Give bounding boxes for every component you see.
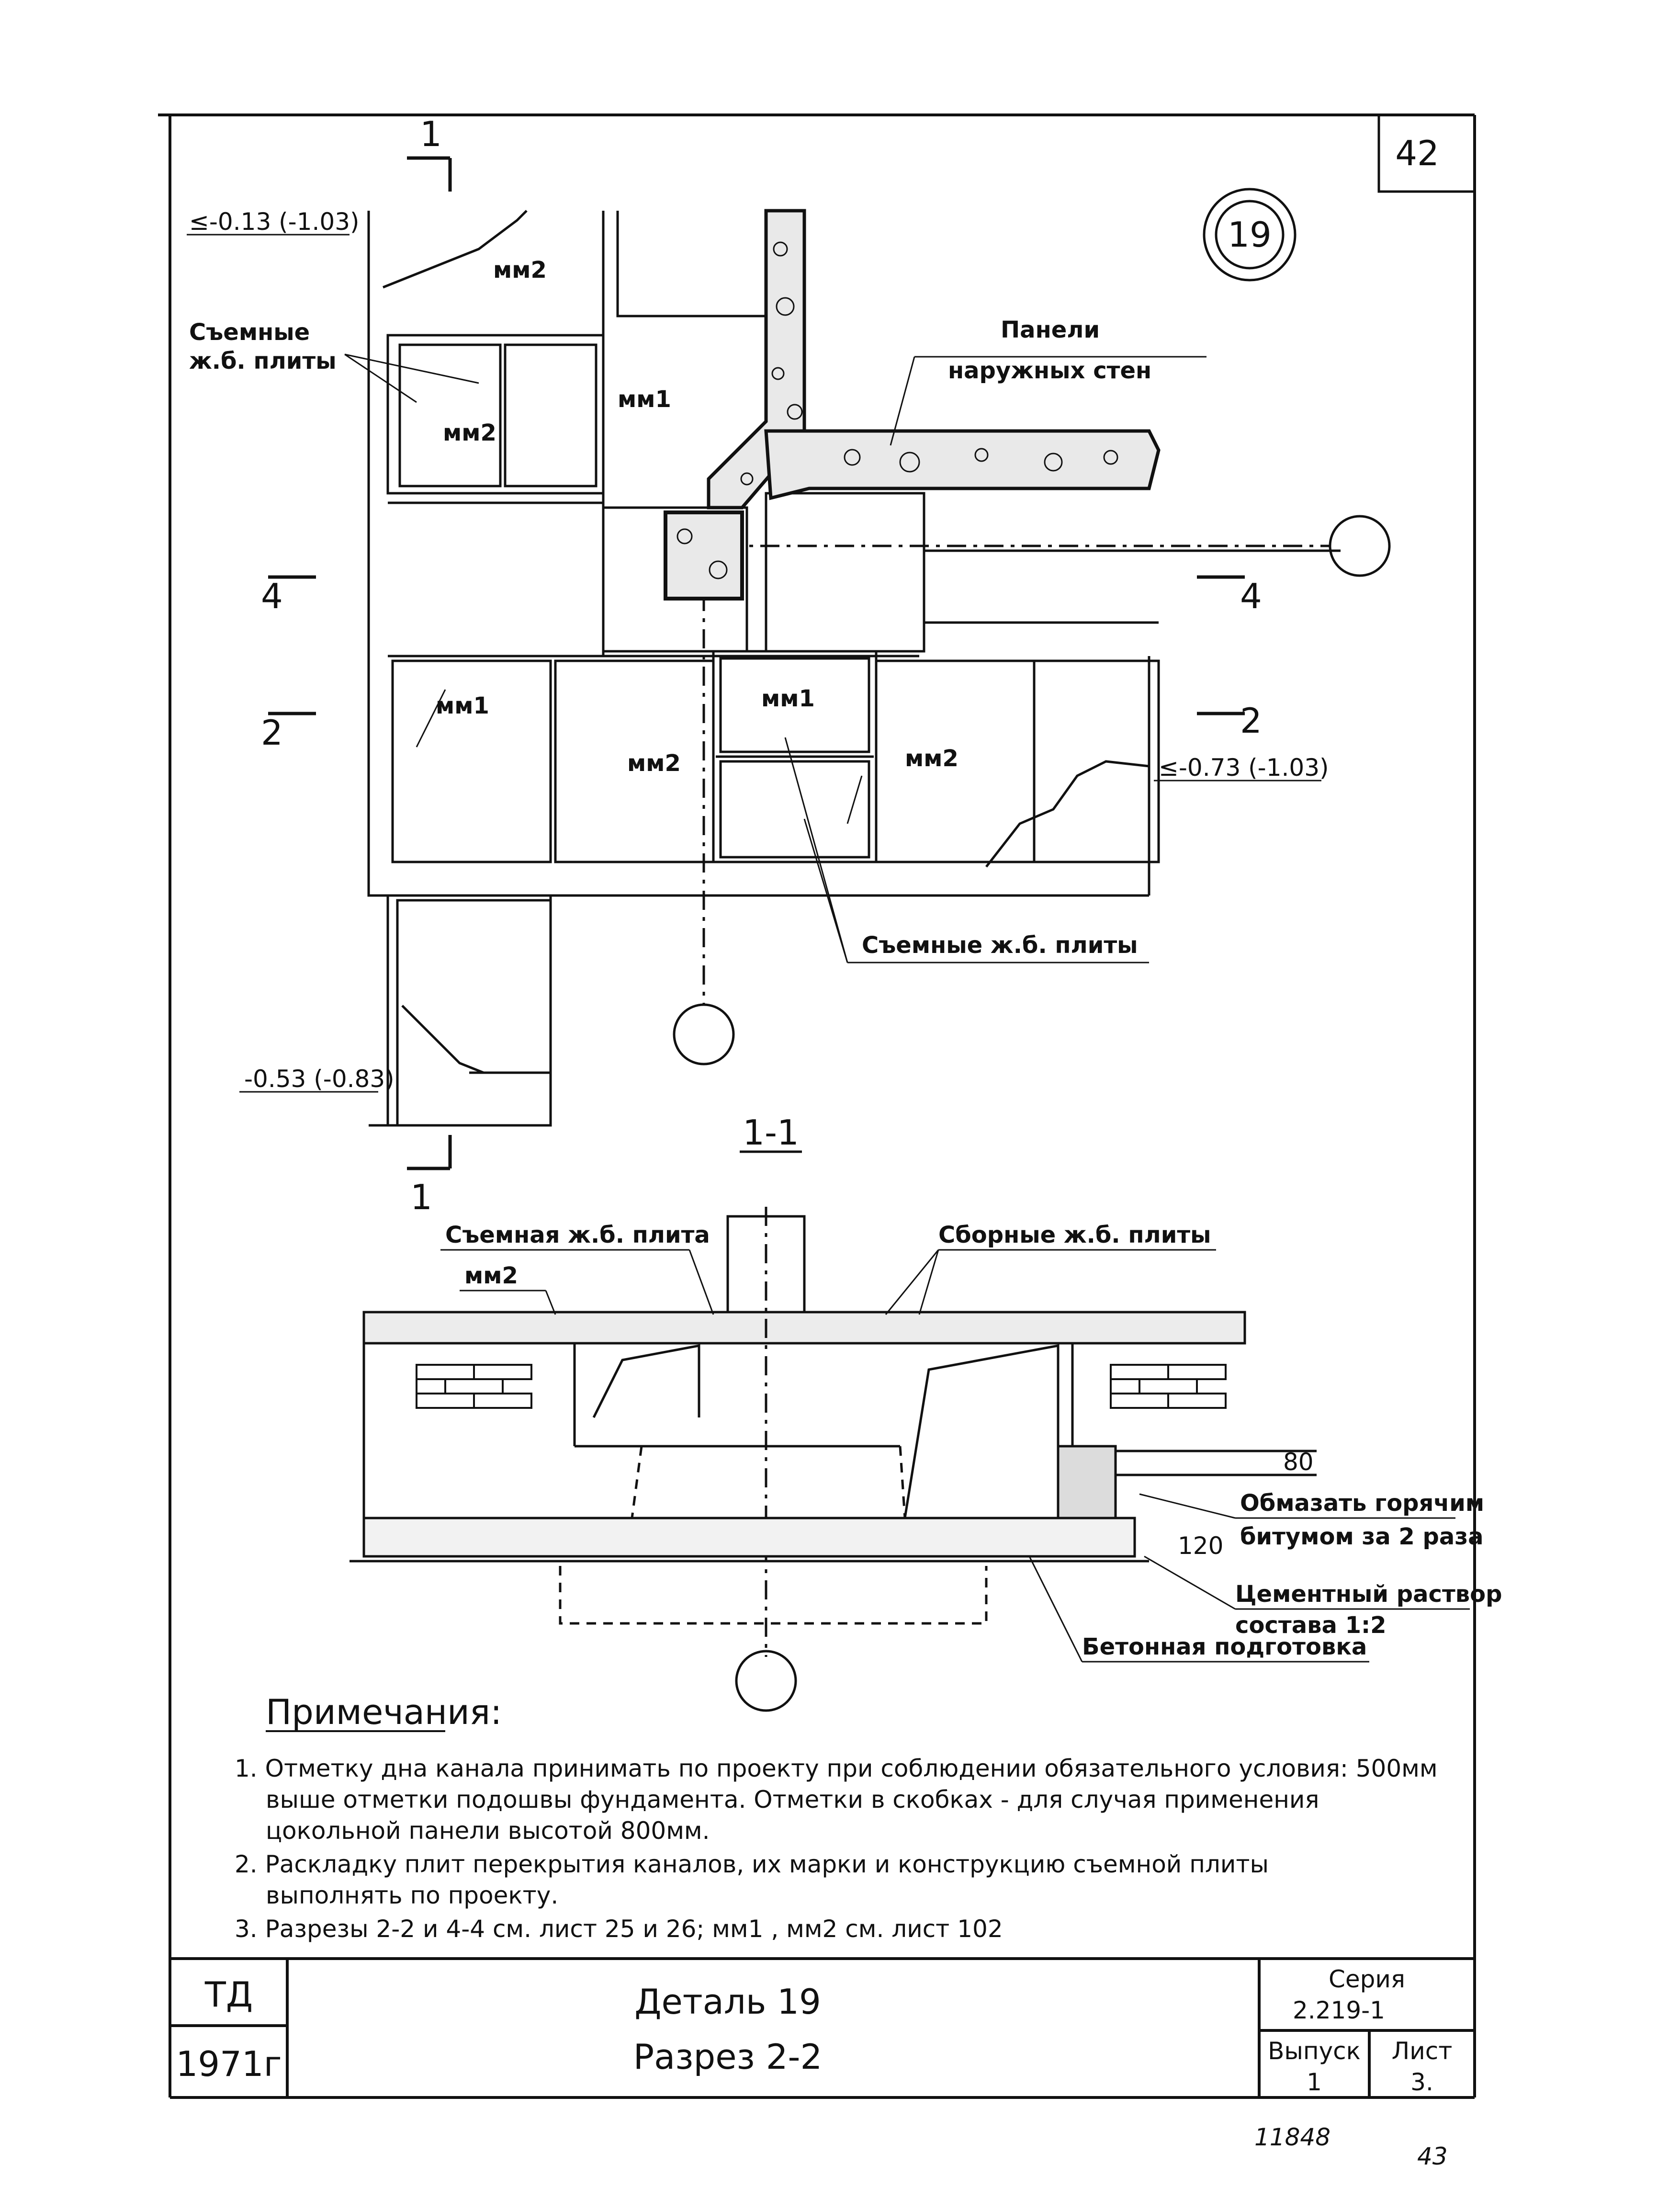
note-line-6: 3. Разрезы 2-2 и 4-4 см. лист 25 и 26; м…: [235, 1915, 1003, 1943]
mark-mm2-b: мм2: [443, 419, 496, 446]
bitumen-label-2: битумом за 2 раза: [1240, 1523, 1484, 1550]
note-line-3: цокольной панели высотой 800мм.: [266, 1817, 710, 1845]
mark-mm2-a: мм2: [493, 257, 547, 283]
removable-slabs-label-2: ж.б. плиты: [189, 348, 337, 374]
cut-4-left: 4: [261, 576, 283, 616]
title-block: ТД 1971г Деталь 19 Разрез 2-2 Серия 2.21…: [170, 1957, 1475, 2097]
plan-labels: ≤-0.13 (-1.03) Съемные ж.б. плиты мм2 мм…: [187, 208, 1329, 1093]
plan-view: [367, 210, 1391, 1127]
title-line-2: Разрез 2-2: [633, 2037, 823, 2077]
org-code: ТД: [204, 1974, 253, 2015]
sheet-number-box: 42: [1377, 115, 1475, 193]
detail-number: 19: [1228, 215, 1272, 255]
title-line-1: Деталь 19: [634, 1982, 821, 2022]
series-value: 2.219-1: [1293, 1996, 1385, 2024]
panels-label-1: Панели: [1001, 317, 1100, 343]
series-label: Серия: [1329, 1965, 1405, 1993]
mark-mm2-c: мм2: [627, 750, 681, 777]
sheet-frame: [158, 113, 1476, 2099]
footer: 11848 43: [1254, 2123, 1448, 2170]
level-top-left: ≤-0.13 (-1.03): [189, 208, 360, 236]
level-right: ≤-0.73 (-1.03): [1159, 754, 1329, 782]
removable-slabs-label-1: Съемные: [189, 319, 310, 346]
section-mark-mm2: мм2: [464, 1262, 518, 1289]
note-line-5: выполнять по проекту.: [266, 1882, 558, 1909]
cut-2-right: 2: [1240, 701, 1262, 741]
cut-2-left: 2: [261, 713, 283, 753]
note-line-1: 1. Отметку дна канала принимать по проек…: [235, 1755, 1438, 1782]
sheet-value: 3.: [1410, 2068, 1433, 2096]
inventory-number: 11848: [1254, 2123, 1330, 2151]
mark-mm1-a: мм1: [618, 386, 671, 413]
removable-slab-label: Съемная ж.б. плита: [445, 1222, 710, 1248]
concrete-prep-label: Бетонная подготовка: [1082, 1633, 1367, 1660]
cut-1-top: 1: [420, 114, 442, 154]
page-number: 43: [1417, 2142, 1448, 2170]
mortar-label-2: состава 1:2: [1235, 1612, 1387, 1639]
section-title: 1-1: [743, 1112, 799, 1153]
cut-markers: 1 1 4 4 2 2: [261, 114, 1262, 1217]
notes-heading: Примечания:: [266, 1692, 502, 1732]
dim-80: 80: [1283, 1448, 1314, 1476]
mark-mm1-c: мм1: [761, 685, 815, 712]
note-line-2: выше отметки подошвы фундамента. Отметки…: [266, 1786, 1319, 1814]
removable-slabs-label-bottom: Съемные ж.б. плиты: [862, 932, 1138, 959]
sheet-label: Лист: [1392, 2037, 1453, 2065]
year: 1971г: [176, 2044, 282, 2084]
precast-slabs-label: Сборные ж.б. плиты: [938, 1222, 1211, 1248]
wall-panels: [664, 209, 1161, 601]
section-view: 1-1: [350, 1112, 1502, 1712]
mark-mm1-b: мм1: [436, 692, 489, 719]
issue-value: 1: [1307, 2068, 1322, 2096]
plan-leaders: [344, 353, 1206, 963]
dim-120: 120: [1178, 1532, 1223, 1560]
mark-mm2-d: мм2: [905, 745, 958, 772]
bitumen-label-1: Обмазать горячим: [1240, 1490, 1484, 1517]
note-line-4: 2. Раскладку плит перекрытия каналов, их…: [235, 1850, 1269, 1878]
sheet-number-top: 42: [1395, 133, 1439, 173]
mortar-label-1: Цементный раствор: [1235, 1581, 1502, 1608]
detail-marker: 19: [1203, 188, 1297, 282]
panels-label-2: наружных стен: [948, 357, 1151, 384]
issue-label: Выпуск: [1268, 2037, 1361, 2065]
cut-4-right: 4: [1240, 576, 1262, 616]
level-bottom-left: -0.53 (-0.83): [244, 1065, 395, 1093]
notes: Примечания: 1. Отметку дна канала приним…: [235, 1692, 1438, 1943]
cut-1-bottom: 1: [410, 1177, 432, 1217]
